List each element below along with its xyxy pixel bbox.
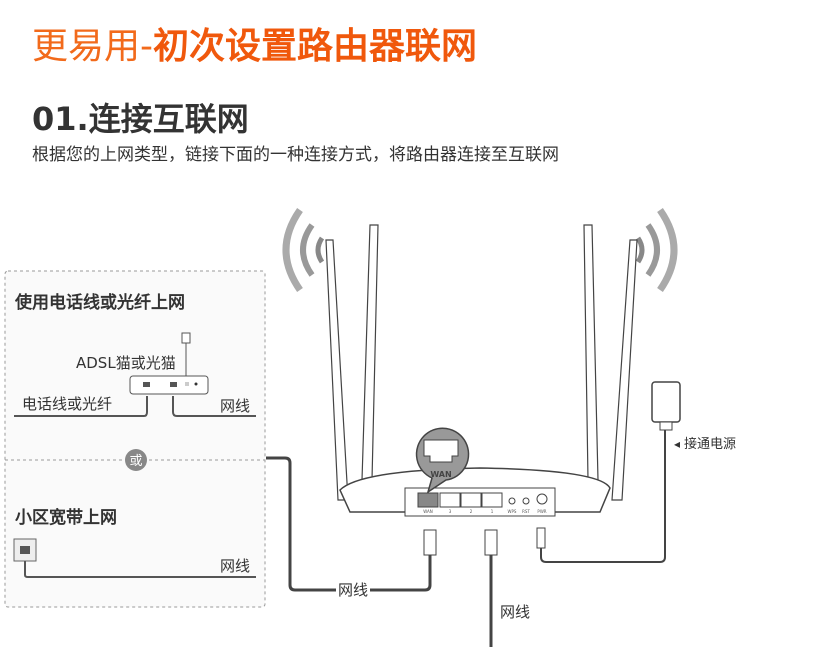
power-label-arrow-icon: ◂ <box>674 437 680 451</box>
community-ethernet-cable <box>24 561 256 578</box>
modem-label: ADSL猫或光猫 <box>76 354 176 372</box>
lan-cable-label: 网线 <box>500 603 530 621</box>
cable-label-2: 网线 <box>220 557 250 575</box>
wall-socket-icon <box>13 538 37 562</box>
option1-title: 使用电话线或光纤上网 <box>14 292 185 313</box>
cable-label-1: 网线 <box>220 397 250 415</box>
phone-line-cable <box>14 396 148 417</box>
lan-port-3 <box>439 492 461 508</box>
power-label: 接通电源 <box>684 436 736 452</box>
connection-options-panel <box>4 270 266 608</box>
router-icon: WAN 3 2 1 WPS RST PWR <box>339 467 611 517</box>
wan-callout-text: WAN <box>430 470 451 479</box>
phone-line-label: 电话线或光纤 <box>22 395 112 413</box>
power-plug <box>536 527 546 549</box>
wan-cable-label: 网线 <box>338 581 368 599</box>
option2-title: 小区宽带上网 <box>15 507 117 528</box>
page-title: 更易用-初次设置路由器联网 <box>32 22 477 72</box>
modem-icon <box>129 332 209 395</box>
power-cable <box>540 430 666 563</box>
power-jack <box>536 493 548 505</box>
or-badge-text: 或 <box>129 454 142 469</box>
lan-port-2 <box>460 492 482 508</box>
title-main: 初次设置路由器联网 <box>153 26 478 67</box>
port-label: 1 <box>491 509 494 514</box>
power-adapter-icon <box>651 381 681 431</box>
wan-cable-label-background <box>336 579 370 599</box>
or-badge <box>125 449 147 471</box>
wan-port <box>417 492 439 508</box>
wifi-signal-left-icon <box>282 207 325 293</box>
router-antennas <box>325 224 638 501</box>
lan-plug <box>484 529 498 556</box>
wan-callout: WAN <box>415 427 470 494</box>
port-label: WAN <box>423 509 432 514</box>
wifi-signal-right-icon <box>635 207 678 293</box>
modem-ethernet-cable <box>172 396 256 417</box>
step-description: 根据您的上网类型，链接下面的一种连接方式，将路由器连接至互联网 <box>32 145 559 165</box>
title-prefix: 更易用- <box>32 26 153 67</box>
wan-plug <box>423 529 437 556</box>
reset-button <box>522 497 530 505</box>
wan-cable <box>266 456 432 592</box>
port-label: WPS <box>508 509 517 514</box>
lan-port-1 <box>481 492 503 508</box>
port-label: PWR <box>537 509 546 514</box>
port-label: RST <box>522 509 530 514</box>
port-label: 3 <box>449 509 452 514</box>
step-heading: 01.连接互联网 <box>32 100 249 138</box>
wps-button <box>508 497 516 505</box>
port-label: 2 <box>470 509 473 514</box>
